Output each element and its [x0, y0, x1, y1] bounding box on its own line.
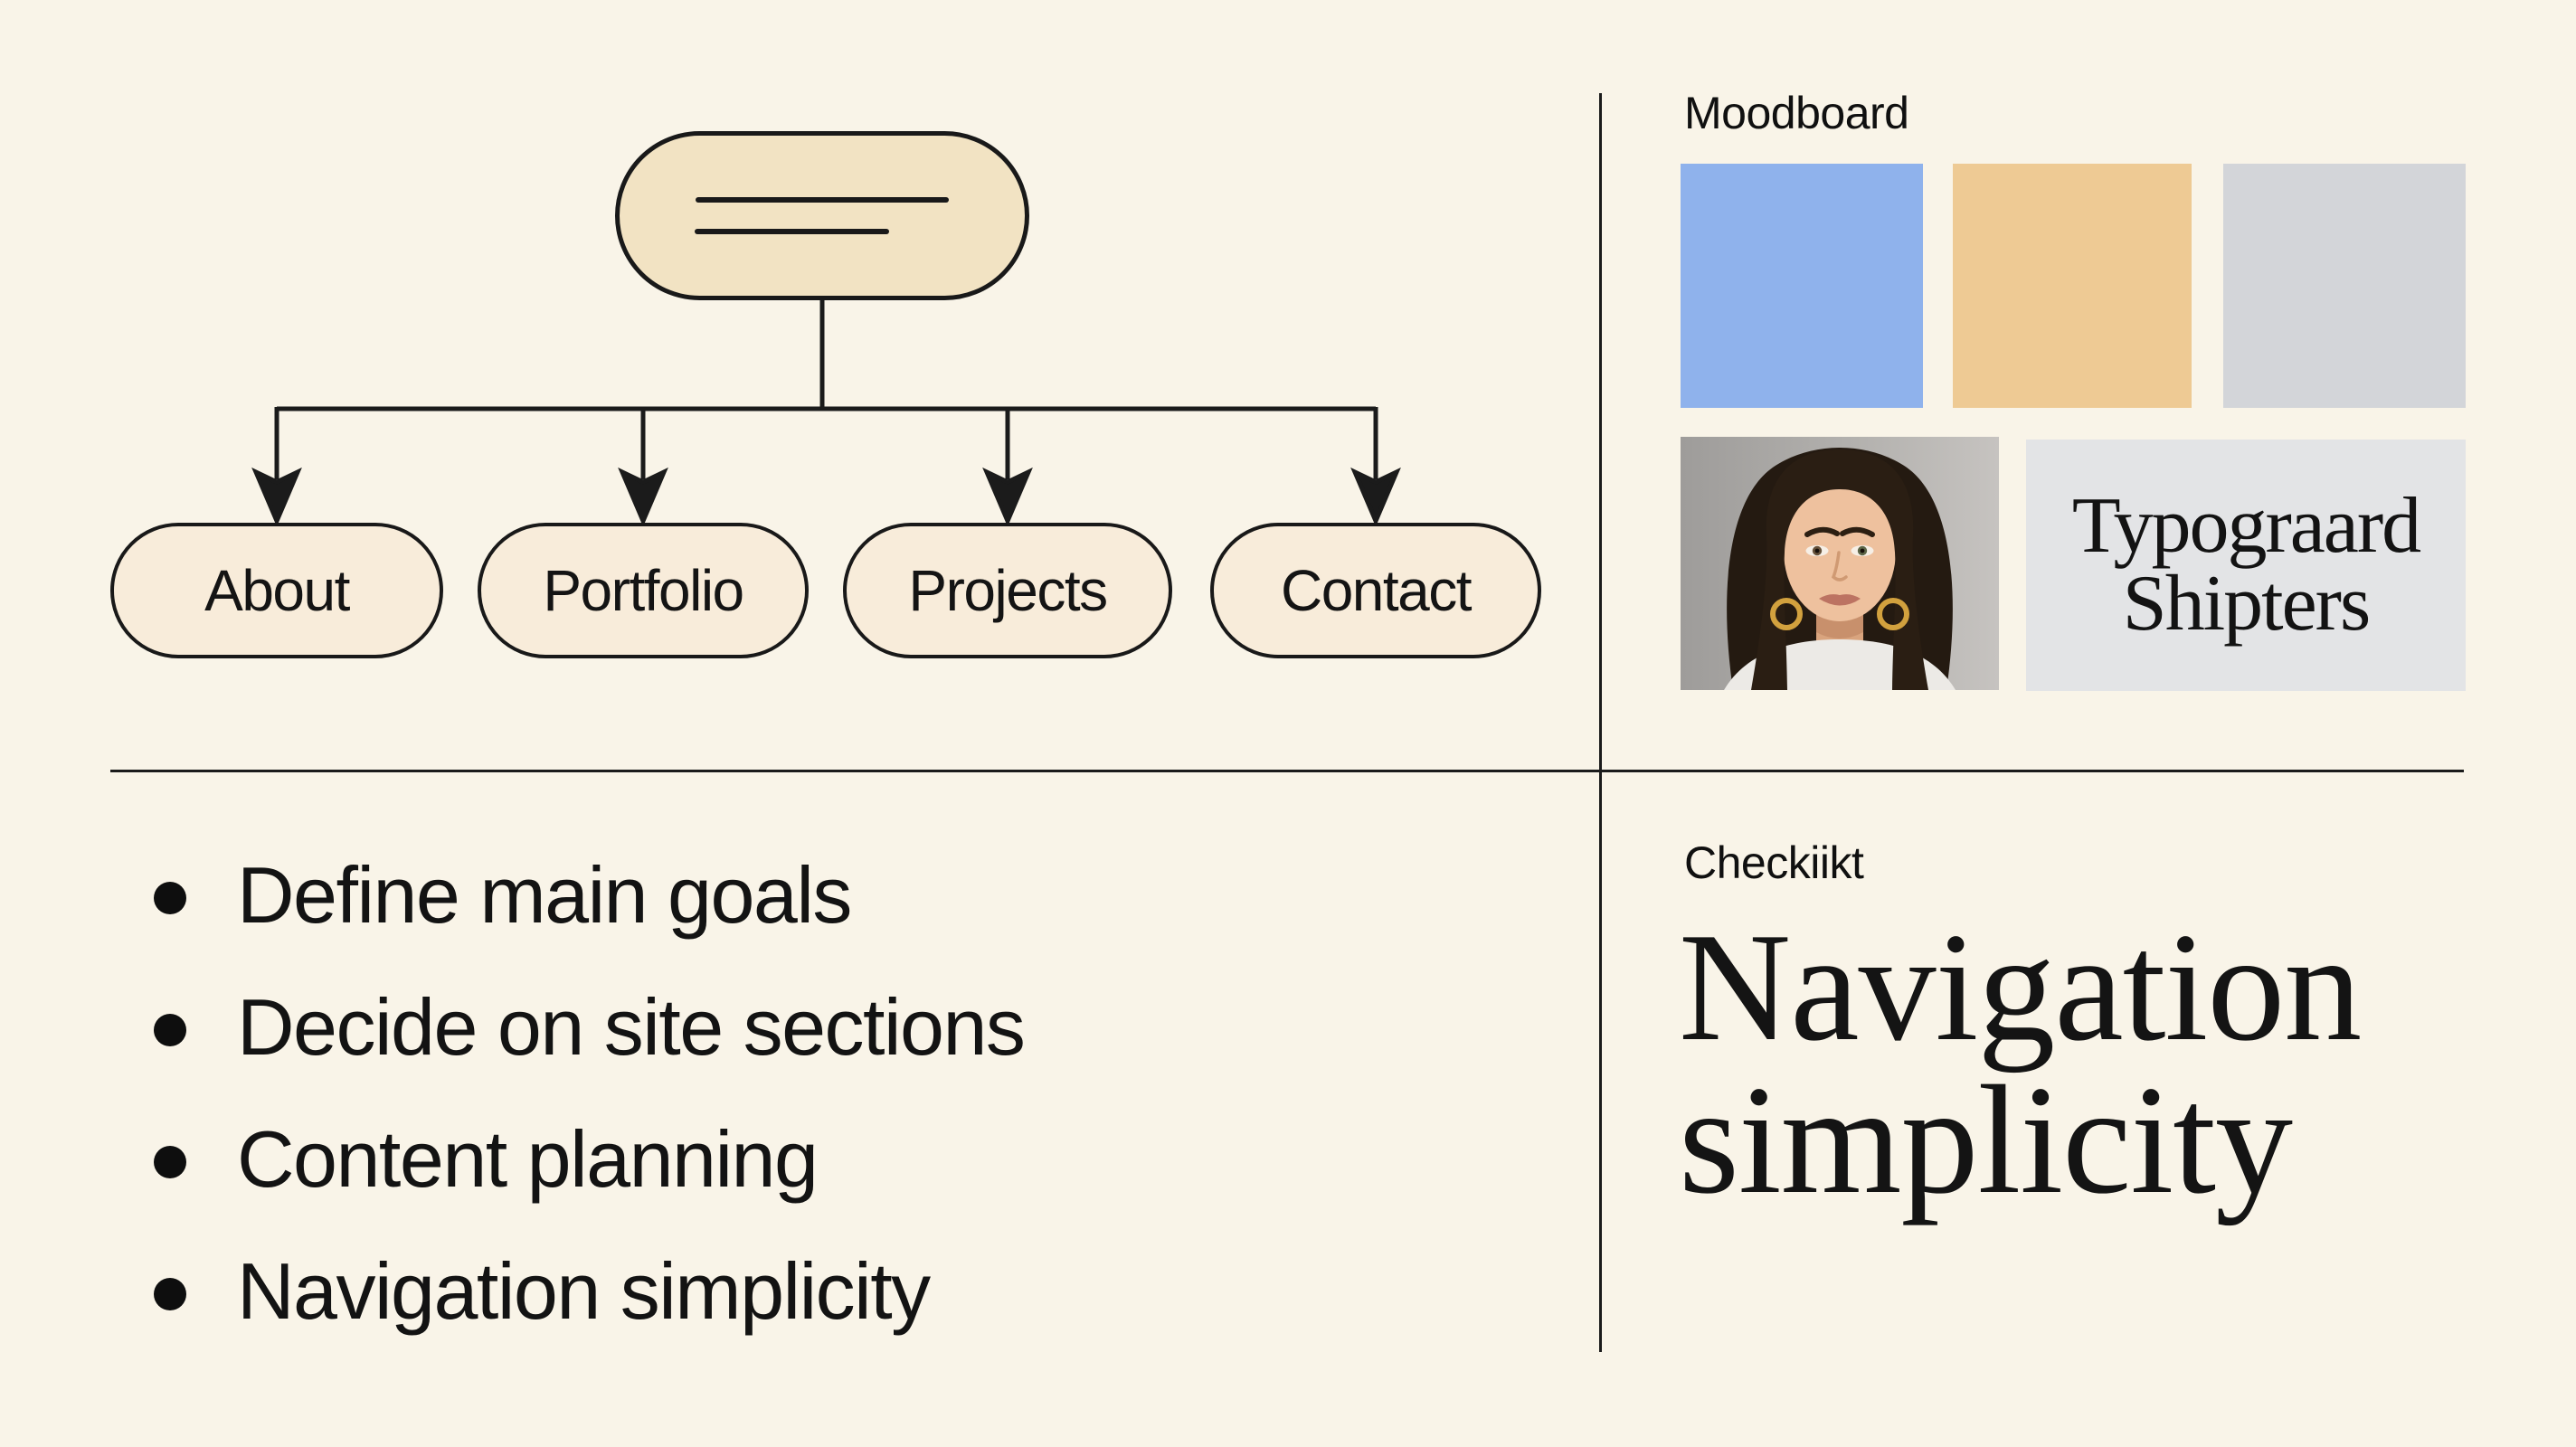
goal-text: Decide on site sections — [237, 982, 1026, 1072]
color-swatch-gray — [2223, 164, 2466, 408]
arrowhead-icon — [618, 467, 668, 527]
list-item: Navigation simplicity — [154, 1225, 1024, 1357]
sitemap-node-portfolio: Portfolio — [478, 523, 809, 658]
checklist-heading-line1: Navigation — [1679, 902, 2362, 1073]
placeholder-text-line — [695, 229, 889, 234]
horizontal-divider — [110, 770, 2464, 772]
typography-sample-line2: Shipters — [2122, 560, 2371, 648]
color-swatch-tan — [1953, 164, 2192, 408]
earring-icon — [1877, 598, 1909, 630]
bullet-dot — [154, 1146, 186, 1178]
bullet-dot — [154, 1014, 186, 1046]
sitemap-connector-lines — [251, 298, 1401, 527]
bullet-dot — [154, 882, 186, 914]
bullet-dot — [154, 1278, 186, 1310]
node-label: About — [204, 558, 350, 623]
moodboard-title: Moodboard — [1684, 88, 1909, 138]
sitemap-node-about: About — [110, 523, 443, 658]
portrait-illustration — [1681, 437, 1999, 690]
sitemap-node-contact: Contact — [1210, 523, 1541, 658]
list-item: Decide on site sections — [154, 961, 1026, 1093]
arrowhead-icon — [251, 467, 302, 527]
goal-text: Define main goals — [237, 850, 852, 940]
earring-icon — [1770, 598, 1803, 630]
goal-text: Content planning — [237, 1114, 819, 1204]
checklist-heading-line2: simplicity — [1679, 1054, 2293, 1226]
goals-list: Define main goals Decide on site section… — [154, 829, 1026, 1357]
typography-sample-card: Typograard Shipters — [2026, 440, 2466, 691]
checklist-title: Checkiikt — [1684, 837, 1864, 888]
vertical-divider — [1599, 93, 1602, 1352]
arrowhead-icon — [982, 467, 1033, 527]
sitemap-node-projects: Projects — [843, 523, 1172, 658]
node-label: Portfolio — [543, 558, 744, 623]
node-label: Contact — [1280, 558, 1473, 623]
arrowhead-icon — [1350, 467, 1401, 527]
placeholder-text-line — [696, 197, 949, 203]
list-item: Define main goals — [154, 829, 1024, 961]
typography-sample-line1: Typograard — [2071, 481, 2421, 570]
sitemap-root-node — [615, 131, 1029, 300]
goal-text: Navigation simplicity — [237, 1246, 931, 1336]
node-label: Projects — [908, 558, 1108, 623]
list-item: Content planning — [154, 1093, 1024, 1225]
color-swatch-blue — [1681, 164, 1923, 408]
portrait-photo — [1681, 437, 1999, 690]
